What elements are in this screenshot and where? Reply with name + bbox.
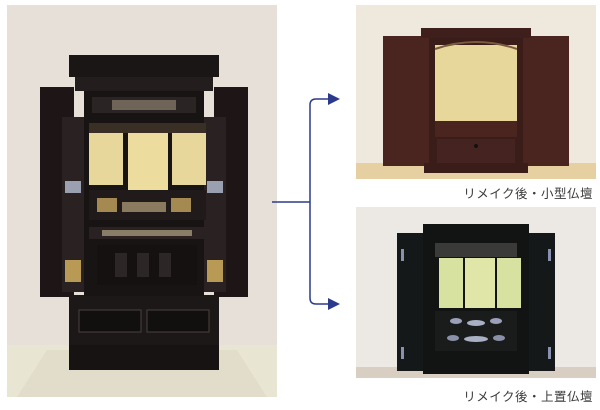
after-tabletop-altar-photo [356, 207, 596, 378]
branch-arrow [270, 80, 360, 320]
caption-compact-altar: リメイク後・小型仏壇 [463, 186, 593, 201]
arrow-head-down-icon [328, 298, 340, 310]
caption-tabletop-altar: リメイク後・上置仏壇 [463, 389, 593, 404]
after-compact-altar-photo [356, 5, 596, 179]
before-altar-photo [7, 5, 277, 397]
traditional-altar-image [7, 5, 277, 397]
tabletop-altar-image [356, 207, 596, 378]
arrow-head-up-icon [328, 93, 340, 105]
compact-altar-image [356, 5, 596, 179]
